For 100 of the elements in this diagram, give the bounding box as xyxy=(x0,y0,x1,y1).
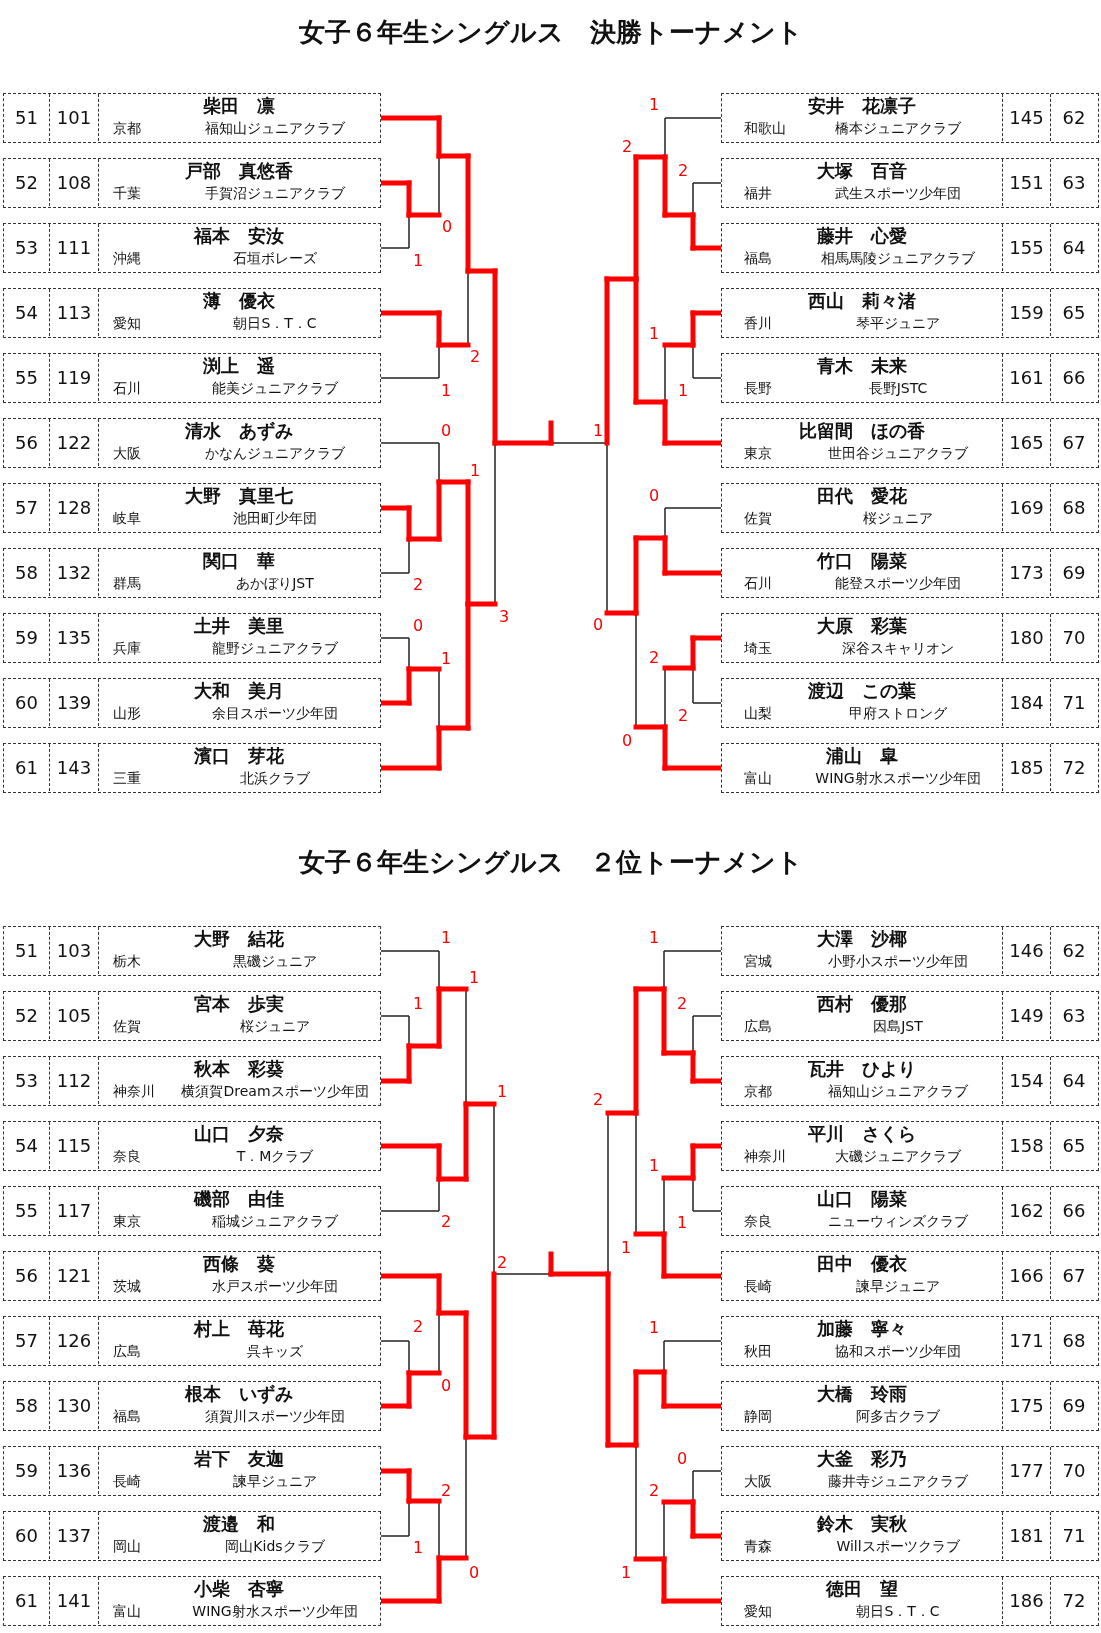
seed-number: 54 xyxy=(4,289,50,336)
entry-box xyxy=(3,1121,381,1171)
seed-number: 68 xyxy=(1050,1317,1097,1364)
player-name: 竹口 陽菜 xyxy=(817,550,907,572)
entry-box xyxy=(721,613,1099,663)
score-label: 2 xyxy=(648,1482,660,1500)
prefecture-name: 山形 xyxy=(113,704,141,723)
entry-number: 185 xyxy=(1002,744,1050,791)
player-name: 戸部 真悠香 xyxy=(185,160,293,182)
entry-box xyxy=(721,1251,1099,1301)
entry-number: 135 xyxy=(50,614,99,661)
entry-box xyxy=(3,1056,381,1106)
seed-number: 54 xyxy=(4,1122,50,1169)
club-name: 長野JSTC xyxy=(868,379,928,398)
score-label: 1 xyxy=(440,929,452,947)
entry-box xyxy=(721,223,1099,273)
club-name: 須賀川スポーツ少年団 xyxy=(205,1407,345,1426)
player-name: 清水 あずみ xyxy=(185,420,293,442)
entry-box xyxy=(721,1121,1099,1171)
seed-number: 67 xyxy=(1050,419,1097,466)
prefecture-name: 神奈川 xyxy=(113,1082,155,1101)
prefecture-name: 茨城 xyxy=(113,1277,141,1296)
score-label: 2 xyxy=(676,995,688,1013)
prefecture-name: 岐阜 xyxy=(113,509,141,528)
seed-number: 59 xyxy=(4,1447,50,1494)
seed-number: 52 xyxy=(4,159,50,206)
player-name: 藤井 心愛 xyxy=(817,225,907,247)
club-name: 横須賀Dreamスポーツ少年団 xyxy=(181,1082,369,1101)
seed-number: 66 xyxy=(1050,1187,1097,1234)
entry-number: 105 xyxy=(50,992,99,1039)
club-name: 因島JST xyxy=(873,1017,923,1036)
seed-number: 65 xyxy=(1050,289,1097,336)
entry-box xyxy=(721,93,1099,143)
prefecture-name: 愛知 xyxy=(113,314,141,333)
entry-box xyxy=(3,483,381,533)
entry-box xyxy=(3,1511,381,1561)
entry-number: 113 xyxy=(50,289,99,336)
score-label: 1 xyxy=(469,462,481,480)
prefecture-name: 広島 xyxy=(113,1342,141,1361)
seed-number: 55 xyxy=(4,354,50,401)
prefecture-name: 福島 xyxy=(113,1407,141,1426)
score-label: 2 xyxy=(440,1482,452,1500)
entry-number: 171 xyxy=(1002,1317,1050,1364)
seed-number: 70 xyxy=(1050,1447,1097,1494)
player-name: 比留間 ほの香 xyxy=(799,420,925,442)
seed-number: 56 xyxy=(4,419,50,466)
entry-number: 162 xyxy=(1002,1187,1050,1234)
score-label: 0 xyxy=(648,487,660,505)
player-name: 大釜 彩乃 xyxy=(817,1448,907,1470)
club-name: 諫早ジュニア xyxy=(856,1277,940,1296)
player-name: 西山 莉々渚 xyxy=(808,290,916,312)
entry-box xyxy=(721,743,1099,793)
entry-number: 126 xyxy=(50,1317,99,1364)
score-label: 2 xyxy=(621,138,633,156)
score-label: 0 xyxy=(441,218,453,236)
player-name: 福本 安汝 xyxy=(194,225,284,247)
prefecture-name: 京都 xyxy=(113,119,141,138)
score-label: 1 xyxy=(440,382,452,400)
entry-box xyxy=(3,1186,381,1236)
score-label: 2 xyxy=(677,707,689,725)
entry-number: 112 xyxy=(50,1057,99,1104)
entry-box xyxy=(721,678,1099,728)
club-name: 桜ジュニア xyxy=(240,1017,310,1036)
score-label: 0 xyxy=(592,616,604,634)
entry-number: 149 xyxy=(1002,992,1050,1039)
entry-box xyxy=(3,1316,381,1366)
club-name: 相馬馬陵ジュニアクラブ xyxy=(821,249,975,268)
entry-box xyxy=(3,743,381,793)
player-name: 大澤 沙椰 xyxy=(817,928,907,950)
entry-box xyxy=(721,1446,1099,1496)
score-label: 1 xyxy=(412,995,424,1013)
club-name: Willスポーツクラブ xyxy=(836,1537,960,1556)
entry-number: 145 xyxy=(1002,94,1050,141)
entry-box xyxy=(721,1316,1099,1366)
entry-box xyxy=(3,991,381,1041)
entry-box xyxy=(3,223,381,273)
seed-number: 59 xyxy=(4,614,50,661)
entry-number: 115 xyxy=(50,1122,99,1169)
player-name: 渡辺 この葉 xyxy=(808,680,916,702)
entry-box xyxy=(3,93,381,143)
player-name: 瓦井 ひより xyxy=(808,1058,916,1080)
seed-number: 64 xyxy=(1050,1057,1097,1104)
player-name: 宮本 歩実 xyxy=(194,993,284,1015)
entry-box xyxy=(721,991,1099,1041)
seed-number: 57 xyxy=(4,1317,50,1364)
seed-number: 69 xyxy=(1050,549,1097,596)
score-label: 1 xyxy=(412,1539,424,1557)
player-name: 濱口 芽花 xyxy=(194,745,284,767)
club-name: 琴平ジュニア xyxy=(856,314,940,333)
player-name: 小柴 杏寧 xyxy=(194,1578,284,1600)
seed-number: 71 xyxy=(1050,679,1097,726)
seed-number: 51 xyxy=(4,927,50,974)
entry-number: 143 xyxy=(50,744,99,791)
tournament-title: 女子６年生シングルス ２位トーナメント xyxy=(297,846,804,878)
seed-number: 66 xyxy=(1050,354,1097,401)
score-label: 0 xyxy=(621,732,633,750)
prefecture-name: 奈良 xyxy=(744,1212,772,1231)
player-name: 青木 未来 xyxy=(817,355,907,377)
prefecture-name: 石川 xyxy=(744,574,772,593)
seed-number: 53 xyxy=(4,224,50,271)
